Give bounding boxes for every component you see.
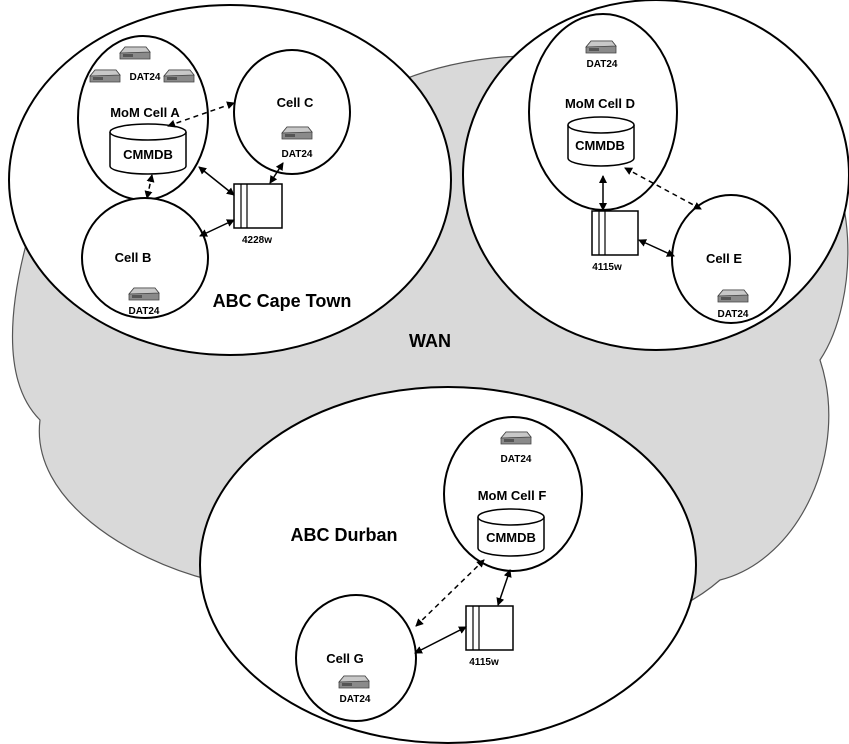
cell-f-drive: DAT24 — [501, 454, 532, 465]
site-durban — [199, 386, 697, 744]
cell-a-database-icon — [109, 123, 187, 175]
cell-e-label: Cell E — [706, 251, 742, 266]
cell-e — [671, 194, 791, 324]
cell-b-label: Cell B — [115, 250, 152, 265]
site-durban-label: ABC Durban — [291, 525, 398, 545]
tape-drive-icon — [338, 675, 370, 689]
cell-f-label: MoM Cell F — [478, 488, 547, 503]
cell-g-label: Cell G — [326, 651, 364, 666]
cell-e-drive: DAT24 — [718, 309, 749, 320]
cell-c-drive: DAT24 — [282, 149, 313, 160]
cell-d-database-icon — [567, 116, 635, 167]
connector-e-lib — [638, 239, 675, 257]
connector-a-c — [167, 101, 235, 128]
tape-drive-icon — [281, 126, 313, 140]
library-4228w-label: 4228w — [242, 235, 272, 246]
connector-c-lib — [269, 162, 284, 184]
connector-b-lib — [199, 219, 235, 237]
library-4115w-east-label: 4115w — [592, 262, 622, 273]
tape-library-4115w-east — [591, 210, 639, 256]
connector-f-g — [415, 559, 485, 627]
cell-f-db-label: CMMDB — [486, 530, 536, 545]
tape-library-4228w — [233, 183, 283, 229]
connector-f-lib — [496, 569, 512, 606]
cell-b-drive: DAT24 — [129, 306, 160, 317]
library-4115w-durban-label: 4115w — [469, 657, 499, 668]
cell-a-label: MoM Cell A — [110, 105, 180, 120]
tape-drive-icon — [585, 40, 617, 54]
connector-g-lib — [414, 626, 467, 654]
connector-a-b — [144, 174, 155, 199]
tape-drive-icon — [717, 289, 749, 303]
wan-label: WAN — [409, 331, 451, 351]
tape-drive-icon — [128, 287, 160, 301]
cell-d-db-label: CMMDB — [575, 138, 625, 153]
tape-drive-icon — [500, 431, 532, 445]
cell-d-label: MoM Cell D — [565, 96, 635, 111]
cell-g-drive: DAT24 — [340, 694, 371, 705]
connector-a-lib — [198, 166, 235, 196]
tape-drive-icon — [119, 46, 151, 60]
cell-g — [295, 594, 417, 722]
cell-f-database-icon — [477, 508, 545, 557]
site-cape-town-label: ABC Cape Town — [213, 291, 352, 311]
cell-c-label: Cell C — [277, 95, 314, 110]
tape-library-4115w-durban — [465, 605, 514, 651]
tape-drive-icon — [163, 69, 195, 83]
cell-d-drive: DAT24 — [587, 59, 618, 70]
cell-a-db-label: CMMDB — [123, 147, 173, 162]
cell-a-drive-1: DAT24 — [130, 72, 161, 83]
tape-drive-icon — [89, 69, 121, 83]
